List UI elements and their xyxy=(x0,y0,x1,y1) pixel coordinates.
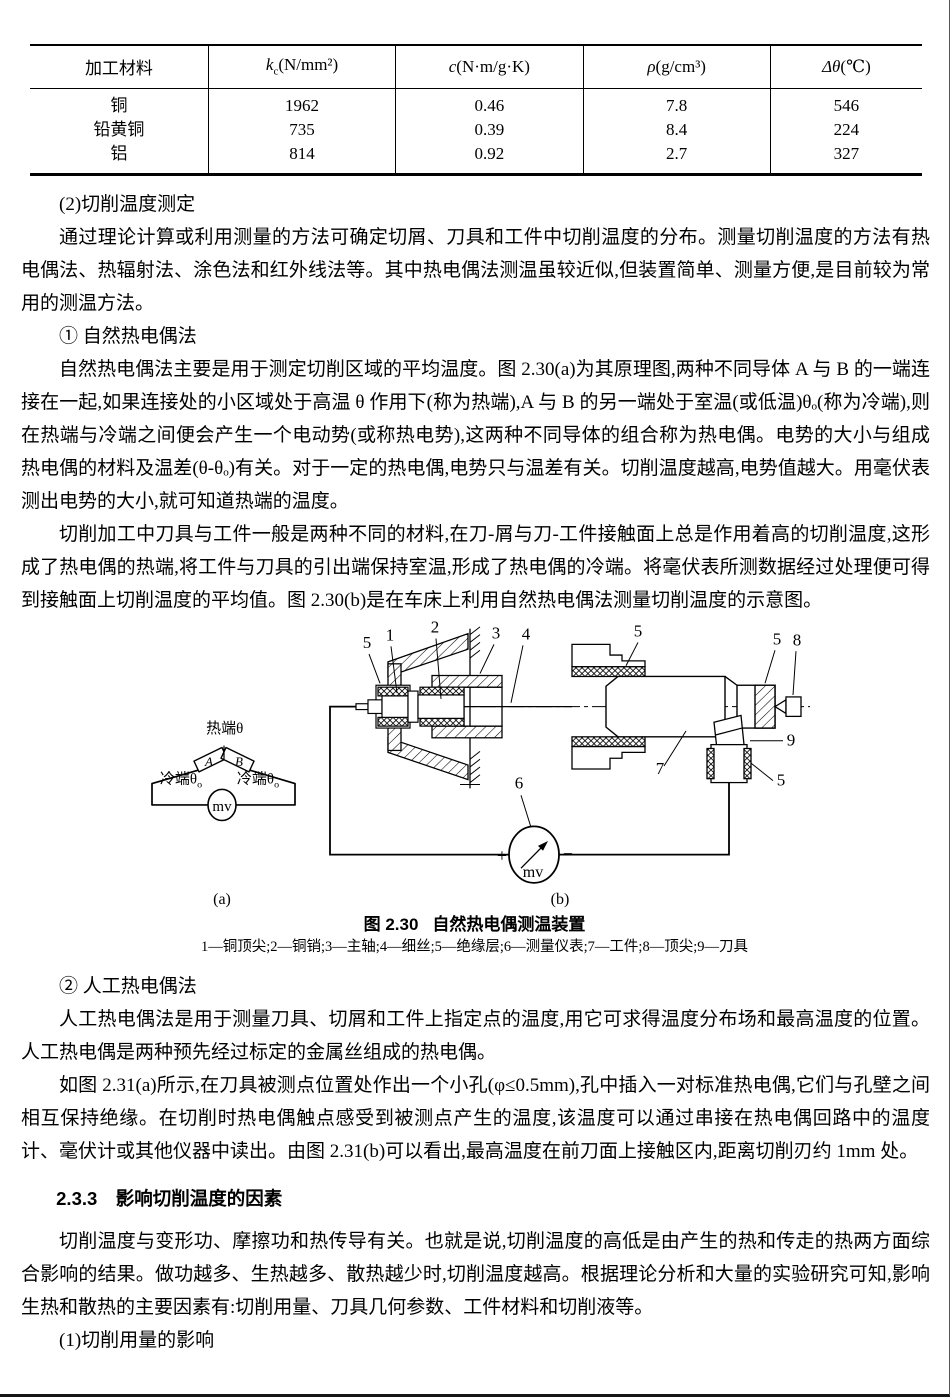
callout-5-chuck-insulation: 5 xyxy=(634,622,643,641)
cold-end-right-label: 冷端θo xyxy=(237,771,279,791)
spindle-assembly xyxy=(387,626,503,789)
figure-caption: 图 2.30 自然热电偶测温装置 xyxy=(0,913,949,937)
thermocouple-wires xyxy=(151,769,296,806)
paragraph-artificial-method: 如图 2.31(a)所示,在刀具被测点位置处作出一个小孔(φ≤0.5mm),孔中… xyxy=(21,1075,930,1162)
table-header-rho: ρ(g/cm³) xyxy=(583,44,771,89)
table-cell: 327 xyxy=(770,142,922,176)
workpiece xyxy=(605,675,776,738)
callout-leader-lines xyxy=(368,638,797,828)
callout-4-fine-wire: 4 xyxy=(522,625,531,644)
callout-3-spindle: 3 xyxy=(492,624,501,643)
diagram-a: 热端θ A B 冷端θo 冷端θo mv (a) xyxy=(151,720,296,908)
table-cell: 铅黄铜 xyxy=(30,118,209,142)
diagram-b: mv + − 5 1 2 3 4 5 5 8 9 7 5 6 (b) xyxy=(329,621,810,908)
paragraph-hot-cold-ends: 切削加工中刀具与工件一般是两种不同的材料,在刀-屑与刀-工件接触面上总是作用着高… xyxy=(21,524,930,611)
table-row: 铜 1962 0.46 7.8 546 xyxy=(30,88,922,118)
table-header-row: 加工材料 kc(N/mm²) c(N·m/g·K) ρ(g/cm³) Δθ(℃) xyxy=(30,44,922,89)
heading-artificial-thermocouple: ② 人工热电偶法 xyxy=(59,976,197,997)
paragraph-natural-principle: 自然热电偶法主要是用于测定切削区域的平均温度。图 2.30(a)为其原理图,两种… xyxy=(21,359,930,512)
millivoltmeter-b: mv + − xyxy=(497,825,573,884)
circuit-wires xyxy=(329,705,730,856)
figure-number: 图 2.30 xyxy=(363,915,419,934)
paragraph-temperature-factors: 切削温度与变形功、摩擦功和热传导有关。也就是说,切削温度的高低是由产生的热和传走… xyxy=(21,1231,930,1318)
conductor-b-bar xyxy=(220,746,255,773)
material-properties-table: 加工材料 kc(N/mm²) c(N·m/g·K) ρ(g/cm³) Δθ(℃)… xyxy=(30,44,922,176)
heading-cutting-parameters: (1)切削用量的影响 xyxy=(59,1330,215,1351)
table-cell: 814 xyxy=(208,142,397,176)
callout-8-centre: 8 xyxy=(793,631,802,650)
section-heading-2-3-3: 2.3.3 影响切削温度的因素 xyxy=(56,1188,283,1209)
chuck xyxy=(571,643,646,770)
cutting-tool xyxy=(706,714,752,784)
callout-1-copper-centre: 1 xyxy=(386,626,395,645)
table-header-material: 加工材料 xyxy=(30,44,209,89)
table-cell: 铝 xyxy=(30,142,209,176)
millivoltmeter-a-label: mv xyxy=(212,799,232,815)
table-cell: 7.8 xyxy=(583,88,771,118)
table-header-c: c(N·m/g·K) xyxy=(395,44,584,89)
table-cell: 0.92 xyxy=(395,142,584,176)
table-row: 铅黄铜 735 0.39 8.4 224 xyxy=(30,118,922,142)
conductor-b-label: B xyxy=(235,755,243,769)
millivoltmeter-b-label: mv xyxy=(523,864,544,881)
figure-title: 自然热电偶测温装置 xyxy=(432,915,586,934)
table-cell: 224 xyxy=(833,120,860,139)
callout-6-meter: 6 xyxy=(515,774,524,793)
table-cell: 8.4 xyxy=(583,118,771,142)
subsection-heading-temp-measure: (2)切削温度测定 xyxy=(59,194,196,215)
callout-5-disc-insulation: 5 xyxy=(773,630,782,649)
figure-legend: 1—铜顶尖;2—铜销;3—主轴;4—细丝;5—绝缘层;6—测量仪表;7—工件;8… xyxy=(201,939,748,955)
panel-b-label: (b) xyxy=(551,891,570,908)
panel-a-label: (a) xyxy=(213,891,231,908)
callout-5-insulation-left: 5 xyxy=(363,633,372,652)
table-cell: 735 xyxy=(208,118,397,142)
callout-2-copper-pin: 2 xyxy=(431,621,440,637)
table-cell: 546 xyxy=(833,96,860,115)
copper-centre-and-pin xyxy=(355,684,465,729)
table-header-dtheta: Δθ(℃) xyxy=(770,44,922,89)
hot-end-label: 热端θ xyxy=(206,720,246,739)
table-cell: 2.7 xyxy=(583,142,771,176)
plus-terminal-label: + xyxy=(497,846,507,866)
cold-end-left-label: 冷端θo xyxy=(160,771,202,791)
heading-natural-thermocouple: ① 自然热电偶法 xyxy=(59,326,197,347)
minus-terminal-label: − xyxy=(563,844,573,864)
paragraph-artificial-principle: 人工热电偶法是用于测量刀具、切屑和工件上指定点的温度,用它可求得温度分布场和最高… xyxy=(21,1009,930,1063)
table-header-kc: kc(N/mm²) xyxy=(208,44,397,89)
table-cell: 1962 xyxy=(208,88,397,118)
table-cell: 铜 xyxy=(30,88,209,118)
table-cell: 0.46 xyxy=(395,88,584,118)
callout-9-tool: 9 xyxy=(787,731,796,750)
callout-7-workpiece: 7 xyxy=(656,759,665,778)
meter-needle-arrow xyxy=(538,840,548,851)
tailstock-centre xyxy=(773,696,802,718)
conductor-a-label: A xyxy=(204,755,213,769)
millivoltmeter-a-icon xyxy=(207,788,237,822)
table-row: 铝 814 0.92 2.7 327 xyxy=(30,142,922,176)
table-cell: 0.39 xyxy=(395,118,584,142)
callout-5-holder-insulation: 5 xyxy=(777,771,786,790)
body-text-upper: (2)切削温度测定 通过理论计算或利用测量的方法可确定切屑、刀具和工件中切削温度… xyxy=(21,188,930,617)
body-text-lower: ② 人工热电偶法 人工热电偶法是用于测量刀具、切屑和工件上指定点的温度,用它可求… xyxy=(21,970,930,1357)
paragraph-measure-methods: 通过理论计算或利用测量的方法可确定切屑、刀具和工件中切削温度的分布。测量切削温度… xyxy=(21,227,930,314)
thermocouple-diagram: 热端θ A B 冷端θo 冷端θo mv (a) xyxy=(151,621,810,908)
figure-2-30: 热端θ A B 冷端θo 冷端θo mv (a) xyxy=(0,621,949,958)
